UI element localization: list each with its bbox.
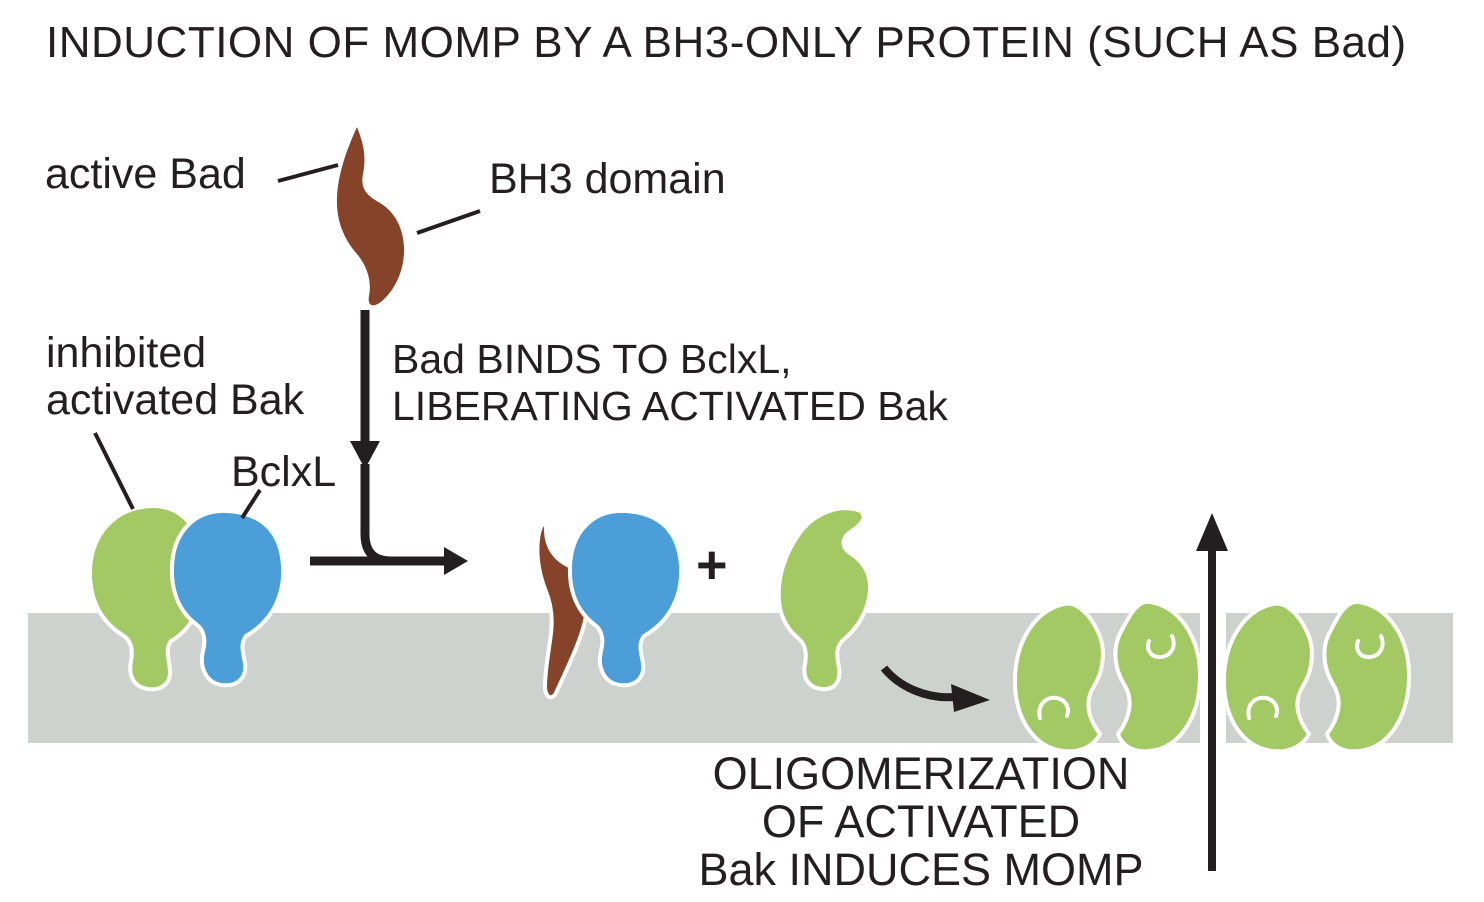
binding-step-annotation: Bad BINDS TO BclxL, LIBERATING ACTIVATED… <box>392 336 948 430</box>
leader-line-bh3-domain <box>416 209 481 235</box>
oligomerization-caption: OLIGOMERIZATION OF ACTIVATED Bak INDUCES… <box>620 750 1222 894</box>
down-arrow-elbow <box>360 464 392 566</box>
leader-line-active-bad <box>277 163 339 183</box>
binding-step-line1: Bad BINDS TO BclxL, <box>392 336 792 382</box>
inhibited-bak-label-line2: activated Bak <box>46 376 305 424</box>
bclxl-label: BclxL <box>231 448 337 496</box>
leader-line-inhibited-bak <box>93 432 135 510</box>
right-arrow-head <box>444 547 468 575</box>
binding-step-line2: LIBERATING ACTIVATED Bak <box>392 383 948 429</box>
down-arrow-head <box>350 441 380 469</box>
active-bad-label: active Bad <box>45 150 246 198</box>
inhibited-bak-label-line1: inhibited <box>46 329 207 377</box>
up-arrow-head <box>1196 513 1228 551</box>
oligomerization-caption-line1: OLIGOMERIZATION <box>712 748 1130 799</box>
liberated-bak-shape <box>776 506 873 692</box>
active-bad-shape <box>336 127 405 306</box>
curved-arrow-shaft <box>880 665 955 702</box>
bclxl-shape <box>169 508 286 688</box>
bad-bound-shape <box>535 502 591 700</box>
oligomerization-caption-line2: OF ACTIVATED <box>761 796 1081 847</box>
inhibited-bak-label: inhibited activated Bak <box>46 330 304 424</box>
plus-sign: + <box>696 535 728 595</box>
bh3-domain-label: BH3 domain <box>489 155 726 203</box>
curved-arrow-head <box>951 684 990 712</box>
arrow-strokes <box>93 163 1216 871</box>
arrow-heads <box>350 441 1228 712</box>
leader-line-bclxl <box>240 488 262 520</box>
diagram-title: INDUCTION OF MOMP BY A BH3-ONLY PROTEIN … <box>46 18 1407 67</box>
oligomerization-caption-line3: Bak INDUCES MOMP <box>698 844 1144 895</box>
